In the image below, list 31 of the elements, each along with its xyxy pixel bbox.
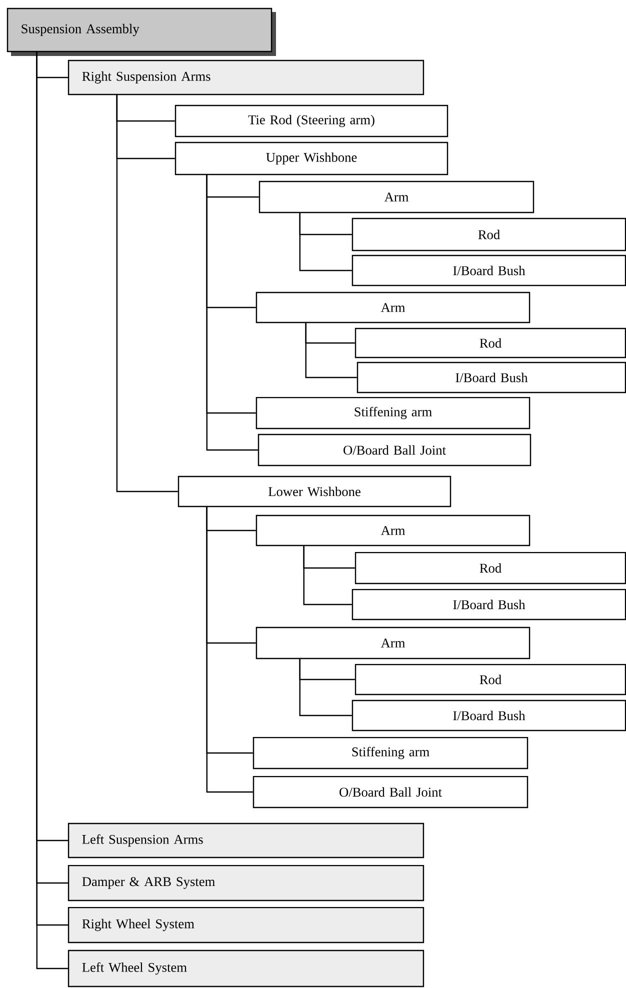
group-box: Damper & ARB System [68, 864, 424, 902]
component-box: O/Board Ball Joint [252, 776, 528, 808]
connector [116, 95, 178, 492]
group-box: Right Suspension Arms [68, 60, 424, 96]
group-box: Right Wheel System [68, 906, 424, 944]
group-box: Left Wheel System [68, 950, 424, 988]
component-box: Arm [256, 292, 530, 324]
component-box: Lower Wishbone [178, 476, 452, 508]
connector [303, 546, 352, 606]
component-box: Rod [354, 552, 626, 584]
component-box: O/Board Ball Joint [258, 434, 532, 466]
connector [206, 175, 258, 451]
connector [299, 213, 352, 272]
component-box: Arm [258, 180, 534, 214]
connector [305, 323, 357, 378]
component-box: I/Board Bush [352, 588, 626, 620]
component-box: Stiffening arm [252, 736, 528, 770]
component-box: Tie Rod (Steering arm) [174, 104, 448, 138]
component-box: Arm [256, 514, 530, 546]
connector [299, 659, 352, 716]
component-box: I/Board Bush [356, 362, 626, 394]
component-box: Rod [354, 328, 626, 358]
component-box: Arm [256, 626, 530, 660]
component-box: I/Board Bush [352, 700, 626, 732]
component-box: I/Board Bush [352, 254, 626, 286]
root-box: Suspension Assembly [6, 8, 276, 56]
component-box: Rod [354, 664, 626, 696]
component-box: Upper Wishbone [174, 142, 448, 176]
component-box: Rod [352, 218, 626, 252]
group-box: Left Suspension Arms [68, 822, 424, 858]
component-box: Stiffening arm [256, 396, 530, 430]
